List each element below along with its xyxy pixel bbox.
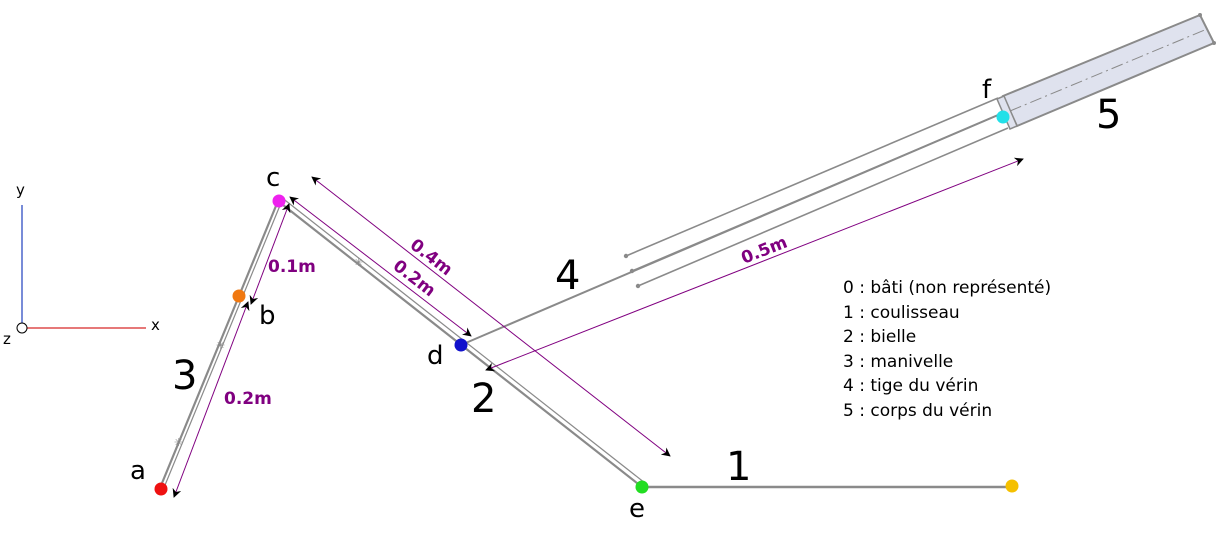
legend-item: 1 : coulisseau bbox=[843, 302, 960, 323]
label-point-f: f bbox=[982, 75, 992, 105]
label-part-1: 1 bbox=[726, 444, 751, 490]
label-part-3: 3 bbox=[172, 353, 197, 399]
dim-line-bc bbox=[249, 203, 291, 305]
dimension-lines bbox=[172, 157, 1024, 498]
dim-label-ab: 0.2m bbox=[224, 389, 272, 409]
label-point-b: b bbox=[259, 301, 276, 331]
y-axis-label: y bbox=[16, 181, 25, 199]
x-axis-label: x bbox=[151, 316, 160, 334]
svg-text:✳: ✳ bbox=[174, 436, 183, 449]
legend-item: 3 : manivelle bbox=[843, 351, 954, 372]
point-slider-end bbox=[1005, 479, 1019, 493]
label-point-c: c bbox=[266, 163, 280, 193]
label-part-4: 4 bbox=[555, 253, 580, 299]
legend-item: 2 : bielle bbox=[843, 327, 917, 348]
point-b bbox=[232, 289, 246, 303]
legend-item: 4 : tige du vérin bbox=[843, 376, 979, 397]
point-d bbox=[454, 338, 468, 352]
z-axis-label: z bbox=[3, 330, 11, 348]
svg-text:✳: ✳ bbox=[354, 256, 363, 269]
label-point-e: e bbox=[629, 494, 645, 524]
point-e bbox=[635, 480, 649, 494]
dim-label-bc: 0.1m bbox=[268, 257, 316, 277]
label-point-a: a bbox=[130, 456, 146, 486]
legend-item: 5 : corps du vérin bbox=[843, 400, 993, 421]
legend-item: 0 : bâti (non représenté) bbox=[843, 278, 1052, 298]
parts-legend: 0 : bâti (non représenté) 1 : coulisseau… bbox=[843, 276, 1051, 424]
coordinate-frame: y x z bbox=[3, 181, 160, 348]
svg-text:✳: ✳ bbox=[216, 339, 225, 352]
point-a bbox=[154, 482, 168, 496]
z-axis-origin bbox=[16, 322, 28, 334]
dim-line-ab bbox=[172, 301, 250, 498]
link-3-crank: ✳ ✳ bbox=[158, 200, 282, 491]
dim-label-df: 0.5m bbox=[739, 233, 791, 269]
joints bbox=[154, 110, 1019, 496]
label-part-2: 2 bbox=[471, 376, 496, 422]
point-f bbox=[996, 110, 1010, 124]
label-part-5: 5 bbox=[1096, 92, 1121, 138]
point-c bbox=[272, 194, 286, 208]
label-point-d: d bbox=[427, 341, 444, 371]
dim-line-df bbox=[485, 157, 1024, 372]
